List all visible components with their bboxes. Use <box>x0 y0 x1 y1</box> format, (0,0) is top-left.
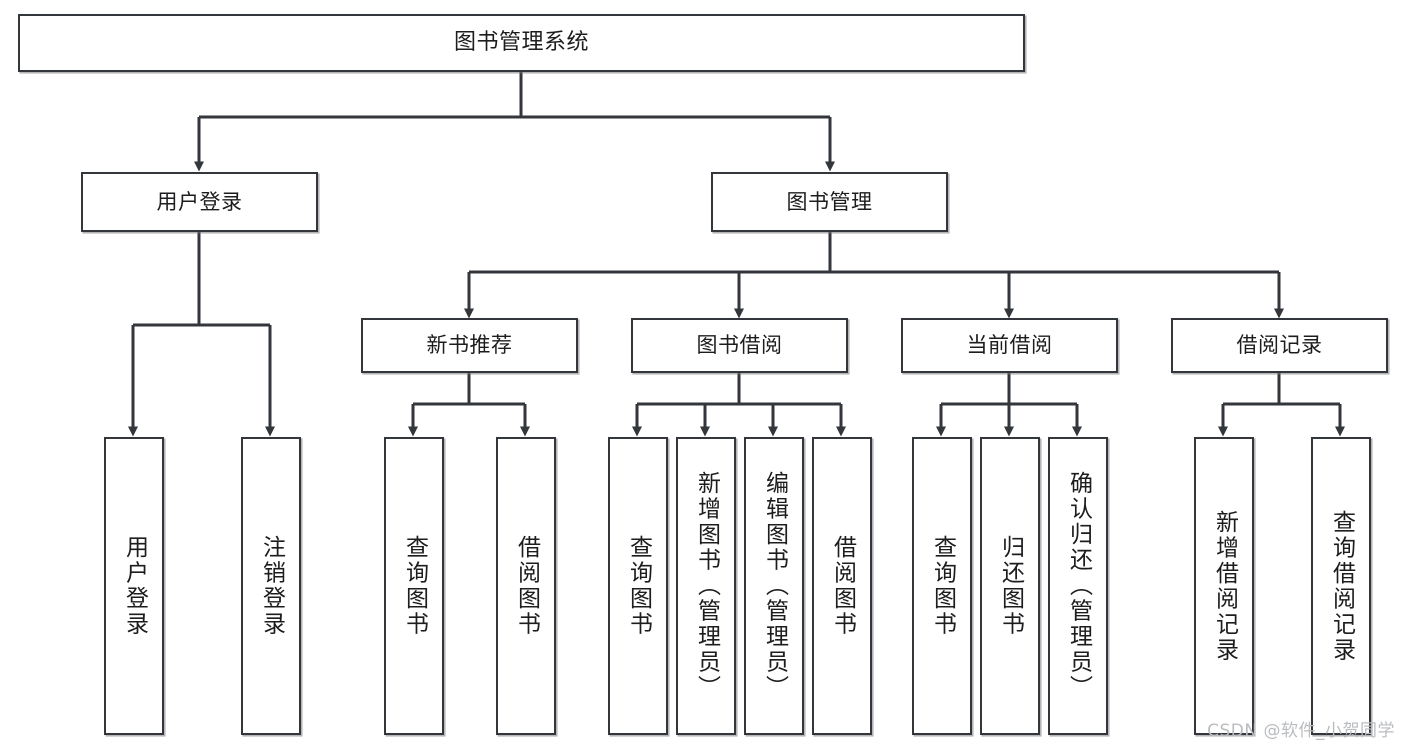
node-label: 图书借阅 <box>696 333 783 358</box>
node-current-borrow[interactable]: 当前借阅 <box>901 318 1118 373</box>
node-book-management[interactable]: 图书管理 <box>711 172 948 232</box>
node-root-book-management-system[interactable]: 图书管理系统 <box>18 14 1025 72</box>
node-label: 图书管理系统 <box>453 30 589 56</box>
watermark: CSDN @软件_小贺同学 <box>1207 721 1395 741</box>
node-label: 借阅图书 <box>513 535 540 637</box>
leaf-recommend-query-book[interactable]: 查询图书 <box>384 437 444 735</box>
leaf-borrow-query-book[interactable]: 查询图书 <box>608 437 668 735</box>
leaf-current-confirm-return-admin[interactable]: 确认归还（管理员） <box>1048 437 1108 735</box>
node-label: 查询图书 <box>625 535 652 637</box>
node-label: 借阅图书 <box>829 535 856 637</box>
leaf-record-add-borrow-record[interactable]: 新增借阅记录 <box>1194 437 1254 735</box>
leaf-borrow-add-book-admin[interactable]: 新增图书（管理员） <box>676 437 736 735</box>
leaf-user-login-login[interactable]: 用户登录 <box>104 437 164 735</box>
node-label: 用户登录 <box>156 189 243 214</box>
node-label: 查询图书 <box>401 535 428 637</box>
node-label: 借阅记录 <box>1236 333 1323 358</box>
node-new-book-recommend[interactable]: 新书推荐 <box>361 318 578 373</box>
node-borrow-record[interactable]: 借阅记录 <box>1171 318 1388 373</box>
node-label: 编辑图书（管理员） <box>761 471 788 701</box>
node-label: 图书管理 <box>786 189 873 214</box>
node-label: 归还图书 <box>997 535 1024 637</box>
node-label: 查询图书 <box>929 535 956 637</box>
node-label: 注销登录 <box>258 535 285 637</box>
node-label: 新增图书（管理员） <box>693 471 720 701</box>
node-label: 查询借阅记录 <box>1328 509 1355 663</box>
leaf-recommend-borrow-book[interactable]: 借阅图书 <box>496 437 556 735</box>
node-label: 用户登录 <box>121 535 148 637</box>
leaf-user-login-logout[interactable]: 注销登录 <box>241 437 301 735</box>
node-label: 新增借阅记录 <box>1211 509 1238 663</box>
leaf-record-query-borrow-record[interactable]: 查询借阅记录 <box>1311 437 1371 735</box>
leaf-current-return-book[interactable]: 归还图书 <box>980 437 1040 735</box>
node-label: 当前借阅 <box>966 333 1053 358</box>
leaf-current-query-book[interactable]: 查询图书 <box>912 437 972 735</box>
leaf-borrow-borrow-book[interactable]: 借阅图书 <box>812 437 872 735</box>
node-user-login[interactable]: 用户登录 <box>81 172 318 232</box>
node-label: 新书推荐 <box>426 333 513 358</box>
node-label: 确认归还（管理员） <box>1065 471 1092 701</box>
leaf-borrow-edit-book-admin[interactable]: 编辑图书（管理员） <box>744 437 804 735</box>
node-book-borrow[interactable]: 图书借阅 <box>631 318 848 373</box>
